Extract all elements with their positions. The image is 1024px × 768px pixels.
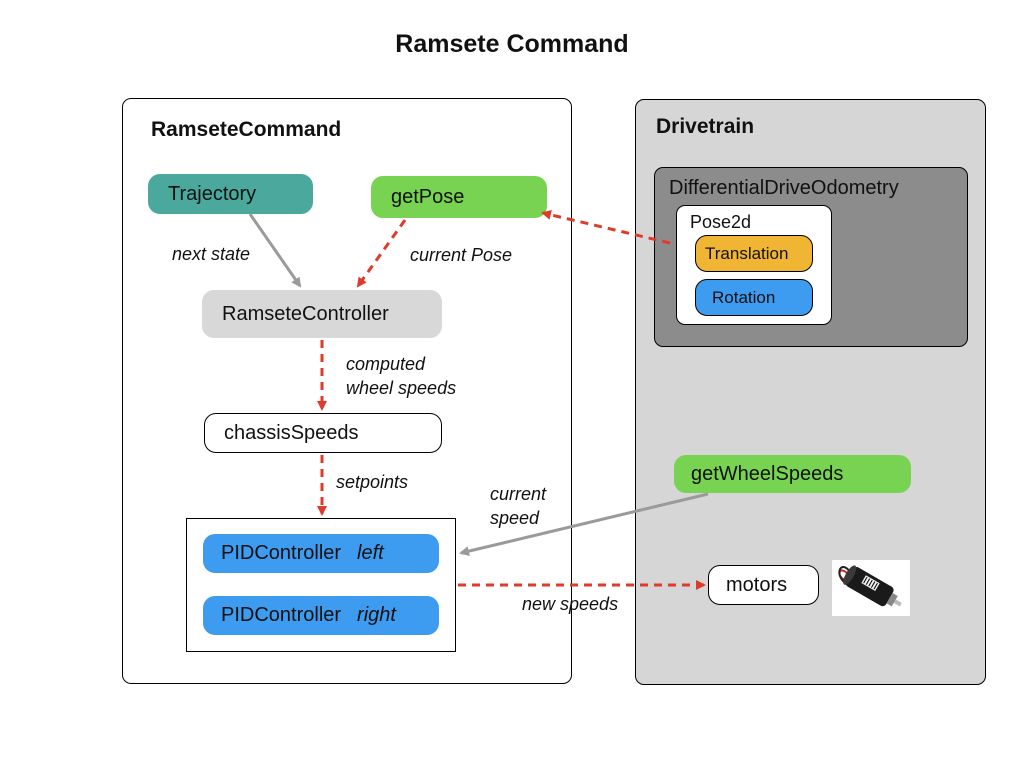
pid-controller-left: PIDController left [203,534,439,573]
odometry-label: DifferentialDriveOdometry [669,177,899,199]
motor-image [832,560,910,616]
pid-right-side: right [357,604,396,626]
label-computed: computed [346,354,426,374]
pid-left-name: PIDController [221,542,342,564]
label-current: current [490,484,547,504]
label-current-pose: current Pose [410,245,513,265]
label-speed: speed [490,508,540,528]
chassis-speeds-node: chassisSpeeds [204,413,442,453]
arrow-trajectory-to-controller [248,213,302,288]
label-next-state: next state [172,244,251,264]
motors-node: motors [708,565,819,605]
drivetrain-title: Drivetrain [656,115,755,138]
translation-pill: Translation [695,235,813,272]
pid-right-name: PIDController [221,604,342,626]
label-setpoints: setpoints [336,472,409,492]
get-pose-node: getPose [371,176,547,218]
pid-controller-right: PIDController right [203,596,439,635]
pose2d-label: Pose2d [690,212,752,232]
pid-left-side: left [357,542,384,564]
ramsete-command-title: RamseteCommand [151,118,342,141]
label-wheel-speeds: wheel speeds [346,378,457,398]
arrow-wheelspeeds-to-pid [459,492,709,557]
get-wheel-speeds-node: getWheelSpeeds [674,455,911,493]
trajectory-node: Trajectory [148,174,313,214]
dc-motor-icon [838,565,902,607]
diagram-title: Ramsete Command [395,30,629,58]
arrow-getpose-to-controller [356,219,407,288]
ramsete-controller-node: RamseteController [202,290,442,338]
arrow-odometry-to-getpose [541,209,671,245]
rotation-pill: Rotation [695,279,813,316]
label-new-speeds: new speeds [522,594,619,614]
